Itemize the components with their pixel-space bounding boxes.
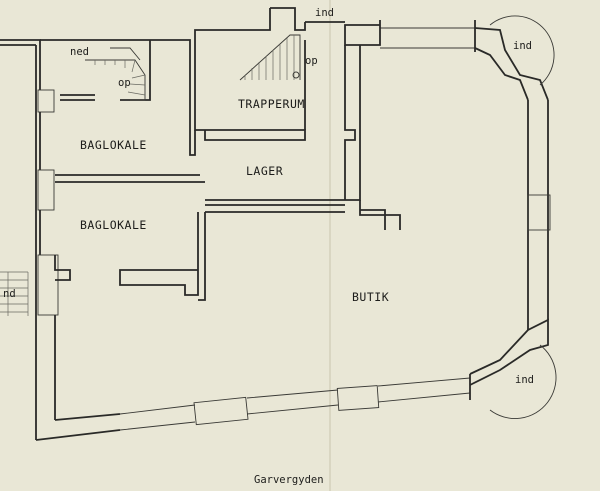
corner-entrance-bottom-label: ind: [515, 374, 534, 386]
stairs: [85, 34, 301, 101]
top-entrance-label: ind: [315, 7, 334, 19]
door-swings: [489, 15, 557, 419]
room-label-baglokale-2: BAGLOKALE: [80, 218, 147, 232]
room-label-butik: BUTIK: [352, 290, 389, 304]
corner-entrance-top-label: ind: [513, 40, 532, 52]
stair-up-left-label: op: [118, 77, 131, 89]
stair-down-label: ned: [70, 46, 89, 58]
street-label: Garvergyden: [254, 474, 324, 486]
room-label-baglokale-1: BAGLOKALE: [80, 138, 147, 152]
room-label-trapperum: TRAPPERUM: [238, 97, 305, 111]
room-label-lager: LAGER: [246, 164, 283, 178]
exterior-walls: [0, 7, 551, 441]
left-entrance-label: nd: [3, 288, 16, 300]
interior-walls: [55, 40, 401, 301]
stair-up-right-label: op: [305, 55, 318, 67]
left-steps: [0, 271, 29, 316]
